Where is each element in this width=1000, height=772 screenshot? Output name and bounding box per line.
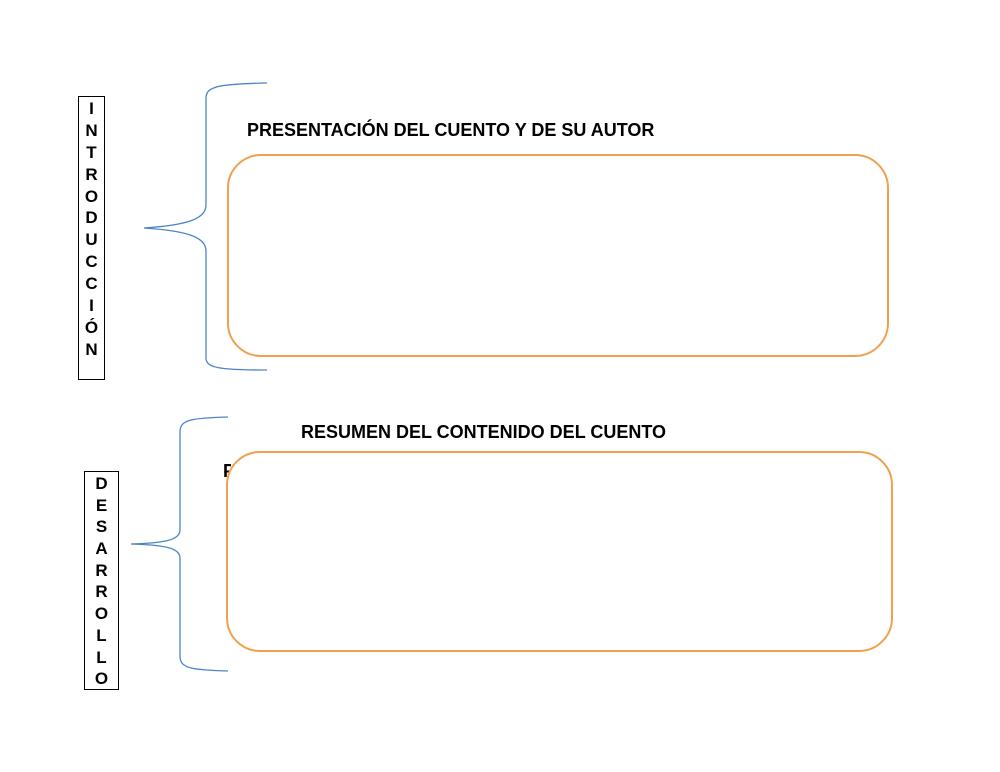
introduccion-vertical-label: I N T R O D U C C I Ó N	[78, 96, 105, 380]
desarrollo-letter: D	[95, 474, 108, 493]
desarrollo-letter: R	[95, 560, 108, 580]
intro-letter: D	[85, 208, 98, 228]
stray-text-fragment: P	[223, 461, 231, 481]
intro-letter: I	[89, 296, 94, 316]
desarrollo-letter: O	[94, 669, 109, 689]
intro-letter: U	[85, 230, 98, 250]
intro-letter: Ó	[84, 317, 99, 337]
intro-letter: R	[85, 164, 98, 184]
desarrollo-letter: S	[95, 517, 108, 537]
desarrollo-letter: R	[95, 582, 108, 602]
desarrollo-heading: RESUMEN DEL CONTENIDO DEL CUENTO	[301, 422, 667, 442]
intro-letter: O	[84, 186, 99, 206]
intro-answer-box[interactable]	[227, 154, 889, 357]
intro-letter: I	[89, 99, 94, 118]
desarrollo-letter: E	[95, 495, 108, 515]
intro-letter: N	[85, 339, 98, 359]
desarrollo-answer-box[interactable]	[226, 451, 893, 652]
desarrollo-letter: L	[96, 647, 107, 667]
desarrollo-vertical-label: D E S A R R O L L O	[84, 471, 119, 690]
desarrollo-letter: L	[96, 625, 107, 645]
intro-letter: N	[85, 120, 98, 140]
intro-letter: C	[85, 274, 98, 294]
desarrollo-letter: O	[94, 604, 109, 624]
intro-letter: T	[86, 142, 97, 162]
intro-heading: PRESENTACIÓN DEL CUENTO Y DE SU AUTOR	[247, 120, 655, 140]
intro-letter: C	[85, 252, 98, 272]
desarrollo-letter: A	[95, 539, 108, 559]
